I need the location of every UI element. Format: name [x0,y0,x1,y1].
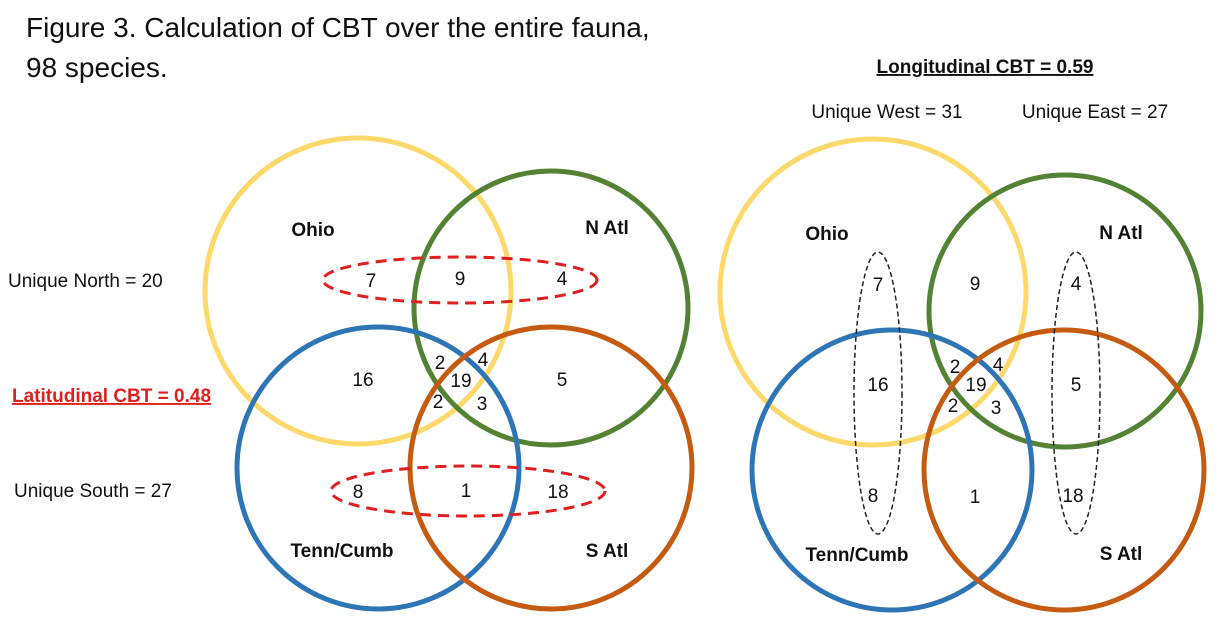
left-count-natl-satl: 5 [557,370,568,391]
left-count-ohio-natl: 9 [455,269,466,290]
left-count-natl-only: 4 [557,269,568,290]
left-count-tenn-natl-satl: 3 [477,394,488,415]
right-count-ohio-natl: 9 [970,274,981,295]
right-tenn-label: Tenn/Cumb [805,545,908,566]
right-venn-diagram: Ohio N Atl Tenn/Cumb S Atl 7 9 4 16 5 2 … [717,57,1207,613]
right-west-ellipse [853,251,903,535]
left-count-ohio-tenn: 16 [352,370,373,391]
unique-west-label: Unique West = 31 [811,102,962,123]
right-ohio-label: Ohio [805,224,848,245]
right-count-natl-only: 4 [1071,274,1082,295]
right-count-tenn-natl-satl: 3 [991,398,1002,419]
left-count-ohio-tenn-satl: 2 [433,392,444,413]
left-satl-label: S Atl [586,541,629,562]
right-natl-circle [926,172,1204,450]
right-tenn-circle [749,327,1035,613]
left-count-ohio-only: 7 [366,271,377,292]
longitudinal-cbt-label: Longitudinal CBT = 0.59 [877,57,1094,78]
left-natl-circle [411,168,691,448]
unique-south-label: Unique South = 27 [14,481,172,502]
left-count-ohio-tenn-natl: 2 [435,353,446,374]
left-natl-label: N Atl [585,218,629,239]
figure-title-line-1: Figure 3. Calculation of CBT over the en… [26,12,650,43]
right-satl-circle [921,327,1207,613]
right-count-ohio-natl-satl: 4 [993,355,1004,376]
right-natl-label: N Atl [1099,223,1143,244]
left-venn-diagram: Ohio N Atl Tenn/Cumb S Atl 7 9 4 16 5 2 … [8,135,695,612]
left-count-ohio-natl-satl: 4 [478,350,489,371]
right-count-natl-satl: 5 [1071,375,1082,396]
left-ohio-circle [202,135,514,447]
left-count-tenn-only: 8 [353,482,364,503]
right-count-ohio-tenn-satl: 2 [948,396,959,417]
right-count-ohio-only: 7 [873,275,884,296]
right-count-ohio-tenn: 16 [867,375,888,396]
left-south-ellipse [329,464,607,518]
right-east-ellipse [1051,251,1101,535]
left-count-tenn-satl: 1 [461,481,472,502]
right-count-ohio-tenn-natl: 2 [950,357,961,378]
figure-title: Figure 3. Calculation of CBT over the en… [26,8,650,88]
right-ohio-circle [717,136,1029,448]
right-satl-label: S Atl [1100,544,1143,565]
left-ohio-label: Ohio [291,220,334,241]
unique-east-label: Unique East = 27 [1022,102,1168,123]
left-tenn-circle [234,324,522,612]
left-tenn-label: Tenn/Cumb [290,541,393,562]
right-count-tenn-only: 8 [868,486,879,507]
left-north-ellipse [321,255,599,305]
left-satl-circle [407,324,695,612]
right-count-satl-only: 18 [1062,486,1083,507]
left-count-satl-only: 18 [547,482,568,503]
right-count-all-four: 19 [965,375,986,396]
figure-title-line-2: 98 species. [26,52,168,83]
unique-north-label: Unique North = 20 [8,271,163,292]
left-count-all-four: 19 [450,371,471,392]
right-count-tenn-satl: 1 [970,487,981,508]
latitudinal-cbt-label: Latitudinal CBT = 0.48 [12,386,211,407]
